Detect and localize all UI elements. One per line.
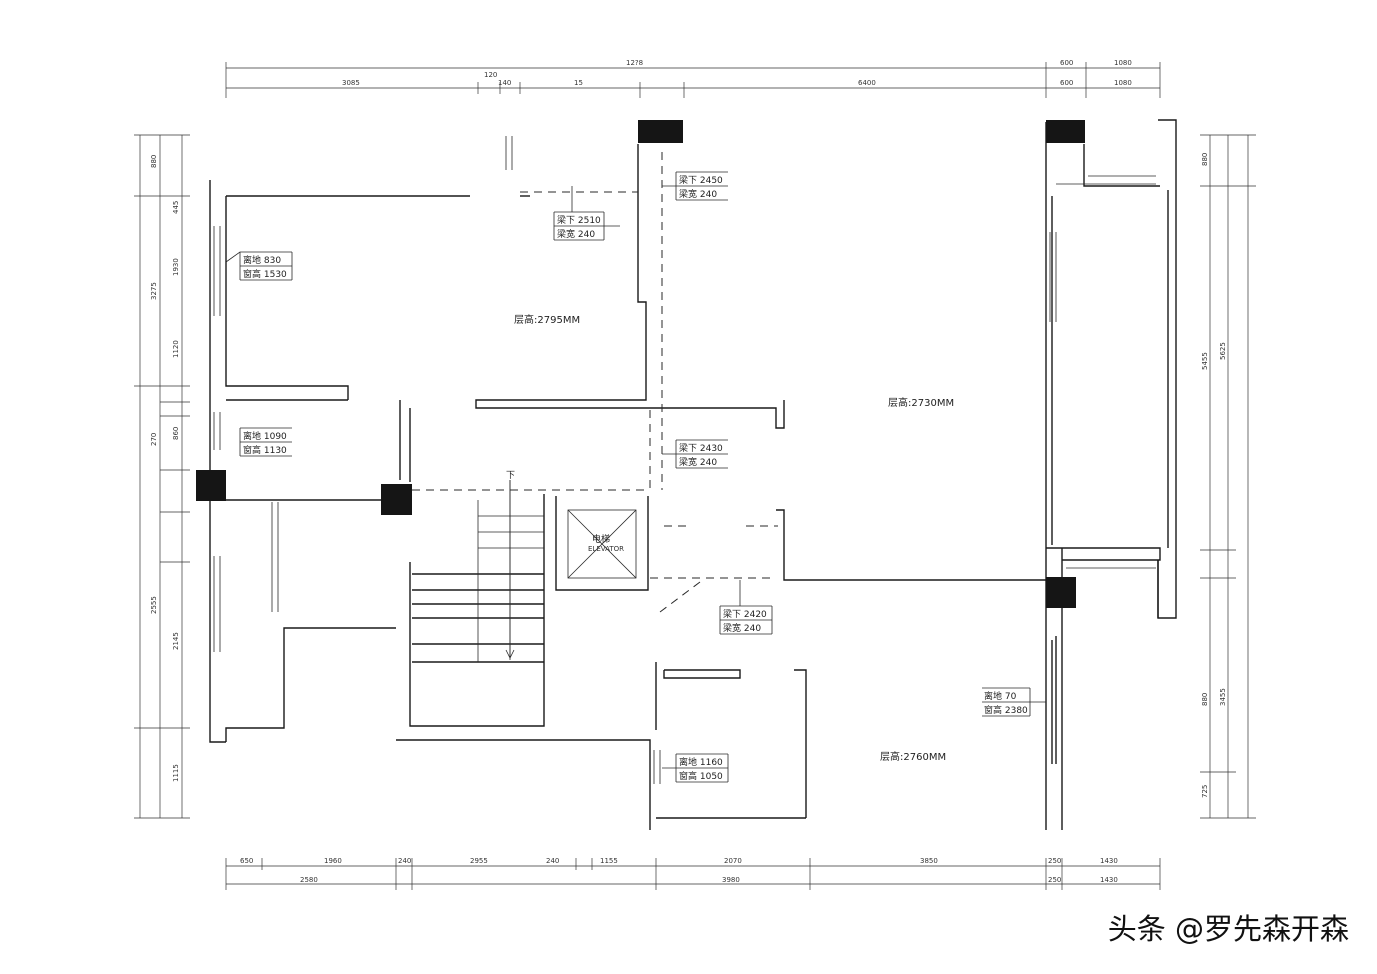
dim-bot-2955: 2955 bbox=[470, 857, 488, 865]
beam-lines bbox=[412, 152, 778, 613]
stair-down-label: 下 bbox=[506, 471, 515, 481]
room-label-right: 层高:2730MM bbox=[888, 396, 954, 409]
window-note-4: 离地 1160 窗高 1050 bbox=[662, 753, 729, 783]
dim-left-270: 270 bbox=[150, 433, 158, 446]
dim-right-725: 725 bbox=[1201, 785, 1209, 798]
beam-note-3-line2: 梁宽 240 bbox=[679, 456, 717, 468]
dim-top-600: 600 bbox=[1060, 59, 1073, 67]
watermark-text: 头条 @罗先森开森 bbox=[1107, 912, 1349, 946]
dim-bot2-1430: 1430 bbox=[1100, 876, 1118, 884]
dim-left-1930: 1930 bbox=[172, 258, 180, 276]
top-dimensions: 12?8 600 1080 3085 120 140 15 6400 600 1… bbox=[225, 59, 1161, 98]
dim-top-120: 120 bbox=[484, 71, 497, 79]
dim-right-3455: 3455 bbox=[1219, 688, 1227, 706]
window-note-2: 离地 1090 窗高 1130 bbox=[239, 427, 292, 457]
dim-right-880b: 880 bbox=[1201, 693, 1209, 706]
dim-top-3085: 3085 bbox=[342, 79, 360, 87]
window-note-1: 离地 830 窗高 1530 bbox=[225, 251, 293, 281]
dim-bot-1155: 1155 bbox=[600, 857, 618, 865]
dim-left-445: 445 bbox=[172, 201, 180, 214]
window-note-1-line2: 窗高 1530 bbox=[243, 268, 287, 280]
window-note-2-line2: 窗高 1130 bbox=[243, 444, 287, 456]
dim-bot-1960: 1960 bbox=[324, 857, 342, 865]
dim-left-880: 880 bbox=[150, 155, 158, 168]
dim-bot-240: 240 bbox=[398, 857, 411, 865]
beam-note-1-line1: 梁下 2450 bbox=[679, 174, 723, 186]
window-note-3-line2: 窗高 2380 bbox=[984, 704, 1028, 716]
bottom-dimensions: 650 1960 240 2955 240 1155 2070 3850 250… bbox=[225, 857, 1161, 890]
dim-bot-250: 250 bbox=[1048, 857, 1061, 865]
dim-bot2-250: 250 bbox=[1048, 876, 1061, 884]
dim-bot-240b: 240 bbox=[546, 857, 559, 865]
room-label-lower-right: 层高:2760MM bbox=[880, 750, 946, 763]
window-note-1-line1: 离地 830 bbox=[243, 254, 281, 266]
window-note-4-line1: 离地 1160 bbox=[679, 756, 723, 768]
dim-right-5625: 5625 bbox=[1219, 342, 1227, 360]
dim-top-6400: 6400 bbox=[858, 79, 876, 87]
dim-left-860: 860 bbox=[172, 427, 180, 440]
window-note-4-line2: 窗高 1050 bbox=[679, 770, 723, 782]
dim-top-1080: 1080 bbox=[1114, 59, 1132, 67]
dim-top-15: 15 bbox=[574, 79, 583, 87]
beam-note-4-line1: 梁下 2420 bbox=[723, 608, 767, 620]
window-note-2-line1: 离地 1090 bbox=[243, 430, 287, 442]
dim-right-5455: 5455 bbox=[1201, 352, 1209, 370]
dim-left-1120: 1120 bbox=[172, 340, 180, 358]
beam-note-4: 梁下 2420 梁宽 240 bbox=[719, 580, 773, 635]
beam-note-2-line2: 梁宽 240 bbox=[557, 228, 595, 240]
dim-left-2145: 2145 bbox=[172, 632, 180, 650]
dim-top-600b: 600 bbox=[1060, 79, 1073, 87]
elevator-label-en: ELEVATOR bbox=[588, 545, 624, 553]
dim-bot2-3980: 3980 bbox=[722, 876, 740, 884]
beam-note-1-line2: 梁宽 240 bbox=[679, 188, 717, 200]
dim-bot-2070: 2070 bbox=[724, 857, 742, 865]
windows bbox=[213, 136, 1057, 784]
dim-bot-3850: 3850 bbox=[920, 857, 938, 865]
dim-top-total: 12?8 bbox=[626, 59, 643, 67]
window-note-3: 离地 70 窗高 2380 bbox=[982, 687, 1046, 717]
right-dimensions: 880 5455 5625 3455 880 725 bbox=[1200, 134, 1256, 819]
columns bbox=[196, 120, 1085, 608]
stair-direction: 下 bbox=[505, 471, 515, 659]
elevator-label: 电梯 bbox=[592, 533, 610, 545]
elevator-symbol: 电梯 ELEVATOR bbox=[567, 509, 637, 579]
dim-top-1080b: 1080 bbox=[1114, 79, 1132, 87]
left-dimensions: 880 445 1930 3275 1120 860 270 2555 2145… bbox=[134, 134, 190, 819]
walls bbox=[209, 119, 1177, 830]
room-label-upper-left: 层高:2795MM bbox=[514, 313, 580, 326]
dim-right-880: 880 bbox=[1201, 153, 1209, 166]
beam-note-4-line2: 梁宽 240 bbox=[723, 622, 761, 634]
beam-note-2: 梁下 2510 梁宽 240 bbox=[553, 186, 620, 241]
beam-note-2-line1: 梁下 2510 bbox=[557, 214, 601, 226]
window-note-3-line1: 离地 70 bbox=[984, 690, 1017, 702]
dim-left-2555: 2555 bbox=[150, 596, 158, 614]
dim-bot2-2580: 2580 bbox=[300, 876, 318, 884]
beam-note-1: 梁下 2450 梁宽 240 bbox=[662, 171, 728, 201]
beam-note-3-line1: 梁下 2430 bbox=[679, 442, 723, 454]
dim-left-1115: 1115 bbox=[172, 764, 180, 782]
dim-bot-1430: 1430 bbox=[1100, 857, 1118, 865]
dim-top-140: 140 bbox=[498, 79, 511, 87]
beam-note-3: 梁下 2430 梁宽 240 bbox=[662, 439, 728, 469]
dim-left-3275: 3275 bbox=[150, 282, 158, 300]
dim-bot-650: 650 bbox=[240, 857, 253, 865]
